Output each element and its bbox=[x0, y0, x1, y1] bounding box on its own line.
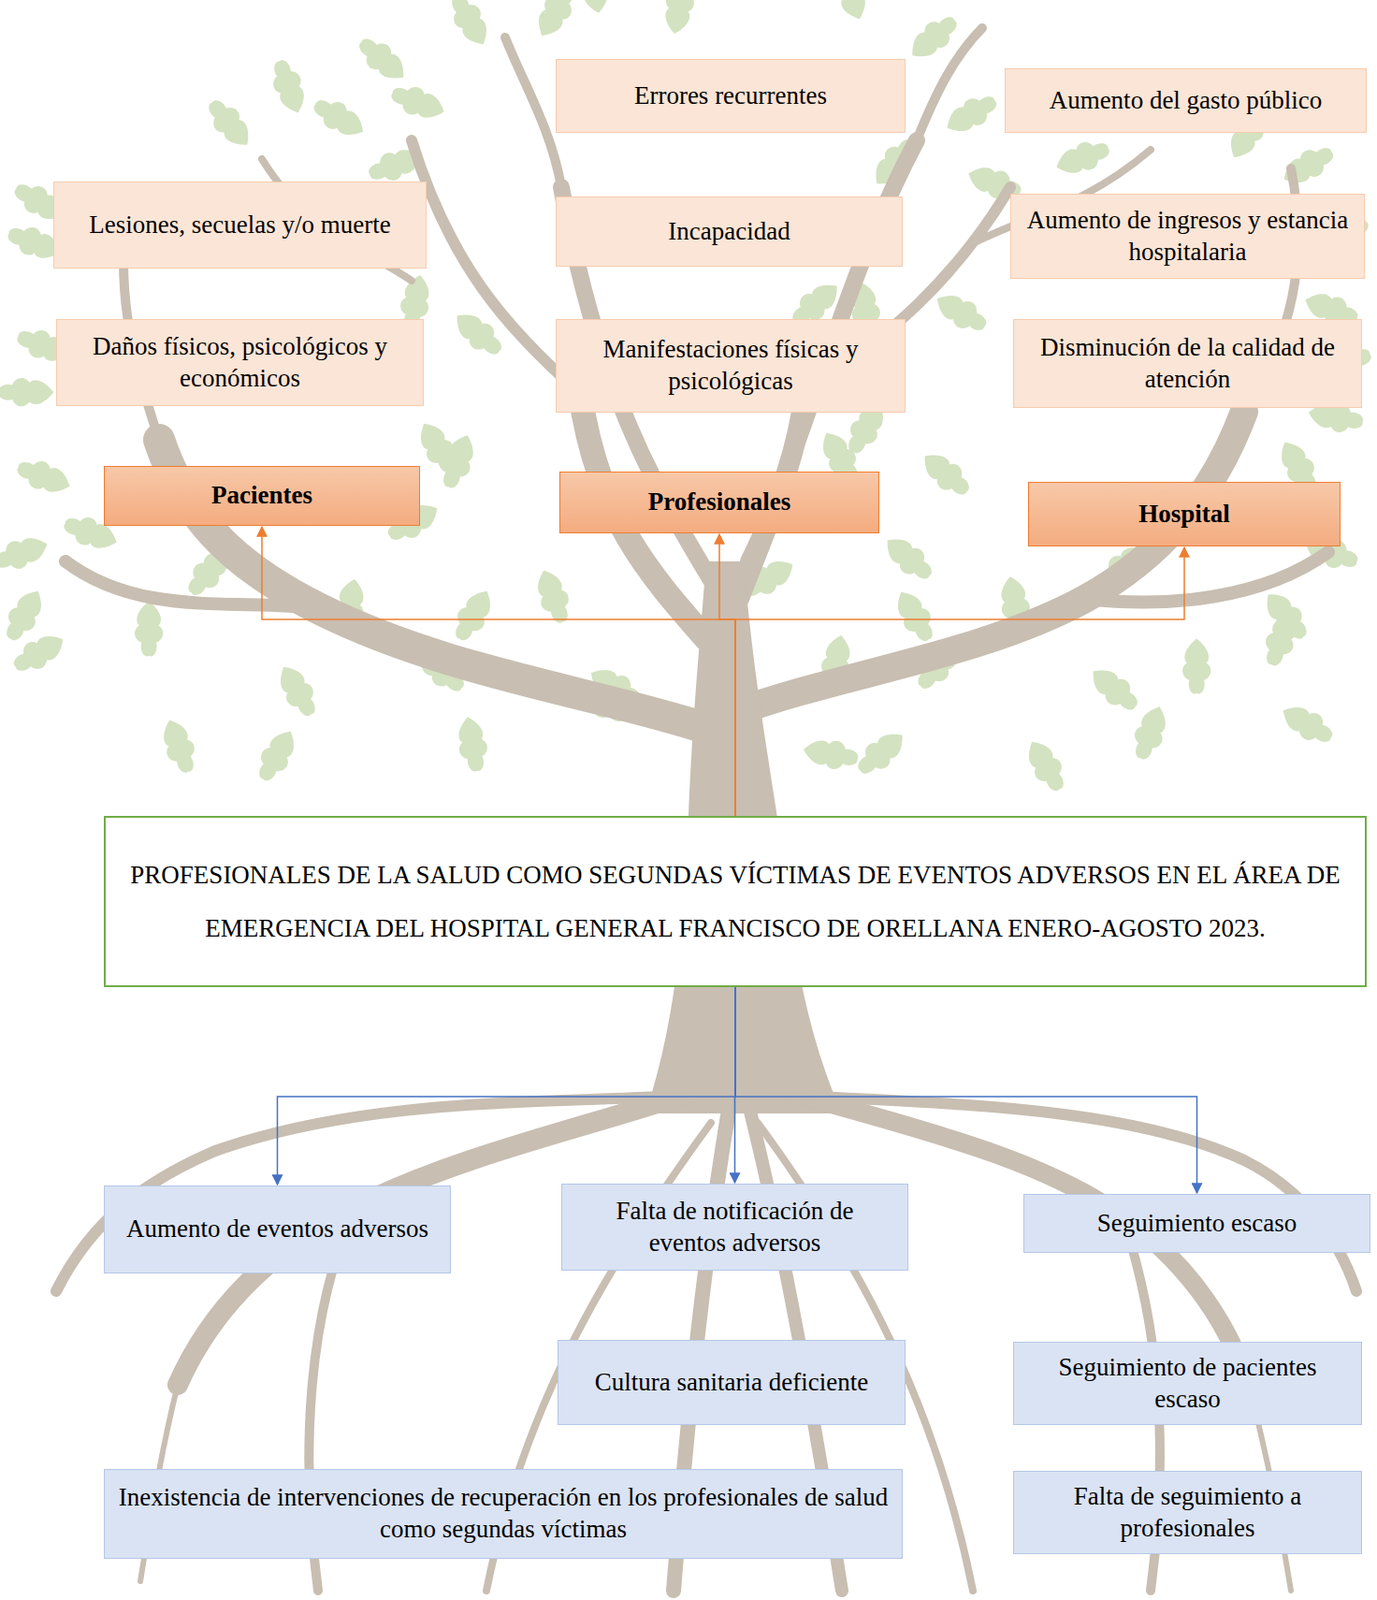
branch bbox=[65, 561, 319, 609]
box-text: Pacientes bbox=[211, 479, 313, 512]
branch bbox=[916, 28, 983, 141]
box-text: Errores recurrentes bbox=[634, 80, 827, 113]
leaf bbox=[826, 0, 873, 25]
leaf bbox=[156, 714, 203, 777]
leaf bbox=[0, 530, 53, 577]
effect-box: Incapacidad bbox=[555, 196, 903, 267]
cause-box: Aumento de eventos adversos bbox=[103, 1185, 451, 1274]
leaves bbox=[0, 0, 1376, 797]
connector-arrow bbox=[261, 526, 736, 816]
leaf bbox=[888, 584, 942, 647]
box-text: Aumento de ingresos y estancia hospitala… bbox=[1024, 204, 1351, 269]
leaf bbox=[929, 286, 992, 339]
category-box: Hospital bbox=[1028, 481, 1341, 547]
leaf bbox=[878, 529, 940, 587]
box-text: Aumento del gasto público bbox=[1049, 85, 1323, 117]
leaf bbox=[8, 626, 71, 680]
branch bbox=[505, 37, 562, 188]
leaf bbox=[940, 87, 1002, 141]
leaf bbox=[575, 0, 613, 15]
leaf bbox=[851, 724, 913, 782]
leaf bbox=[1051, 134, 1114, 181]
category-box: Profesionales bbox=[559, 471, 880, 534]
branch bbox=[739, 411, 1245, 711]
cause-box: Seguimiento de pacientes escaso bbox=[1013, 1341, 1363, 1425]
leaf bbox=[443, 0, 496, 52]
effect-box: Aumento del gasto público bbox=[1004, 68, 1367, 133]
box-text: Seguimiento escaso bbox=[1097, 1207, 1298, 1240]
leaf bbox=[1019, 734, 1073, 797]
leaf bbox=[447, 583, 500, 646]
leaf bbox=[453, 714, 492, 774]
leaf bbox=[1258, 608, 1305, 670]
leaf bbox=[250, 724, 304, 786]
box-text: Aumento de eventos adversos bbox=[126, 1213, 429, 1246]
leaf bbox=[134, 601, 163, 657]
leaf bbox=[201, 93, 259, 155]
leaf bbox=[0, 583, 51, 646]
leaf bbox=[800, 735, 860, 773]
box-text: Hospital bbox=[1138, 498, 1231, 531]
branch bbox=[1085, 551, 1329, 602]
effect-box: Errores recurrentes bbox=[555, 58, 906, 133]
cause-box: Falta de notificación de eventos adverso… bbox=[561, 1183, 909, 1271]
leaf bbox=[529, 0, 582, 44]
leaf bbox=[271, 659, 324, 722]
cause-box: Cultura sanitaria deficiente bbox=[557, 1339, 906, 1425]
connector-arrow bbox=[735, 547, 1185, 816]
box-text: Manifestaciones físicas y psicológicas bbox=[569, 333, 892, 398]
branch bbox=[411, 140, 580, 393]
leaf bbox=[1182, 638, 1211, 695]
leaf bbox=[1276, 139, 1339, 192]
problem-box: PROFESIONALES DE LA SALUD COMO SEGUNDAS … bbox=[103, 815, 1367, 987]
box-text: Seguimiento de pacientes escaso bbox=[1027, 1351, 1349, 1416]
leaf bbox=[660, 0, 698, 37]
box-text: Falta de notificación de eventos adverso… bbox=[575, 1195, 895, 1260]
cause-box: Seguimiento escaso bbox=[1023, 1193, 1371, 1253]
box-text: Cultura sanitaria deficiente bbox=[594, 1366, 869, 1399]
effect-box: Aumento de ingresos y estancia hospitala… bbox=[1010, 193, 1365, 279]
leaf bbox=[1127, 701, 1174, 764]
cause-box: Inexistencia de intervenciones de recupe… bbox=[103, 1468, 903, 1559]
effect-box: Manifestaciones físicas y psicológicas bbox=[555, 318, 906, 413]
box-text: Disminución de la calidad de atención bbox=[1027, 332, 1349, 396]
effect-box: Disminución de la calidad de atención bbox=[1013, 318, 1363, 408]
leaf bbox=[387, 79, 450, 126]
connector-arrow bbox=[735, 986, 1198, 1193]
connector-arrow bbox=[719, 534, 736, 816]
roots bbox=[56, 1085, 1357, 1591]
leaf bbox=[265, 56, 312, 118]
connector-arrow bbox=[277, 986, 737, 1185]
leaf bbox=[1275, 697, 1338, 751]
box-text: Inexistencia de intervenciones de recupe… bbox=[117, 1481, 889, 1546]
leaf bbox=[915, 445, 977, 503]
cause-box: Falta de seguimiento a profesionales bbox=[1013, 1470, 1363, 1554]
box-text: Incapacidad bbox=[667, 216, 790, 248]
leaf bbox=[1084, 660, 1146, 718]
leaf bbox=[0, 377, 54, 406]
box-text: Profesionales bbox=[648, 486, 791, 519]
leaf bbox=[530, 565, 577, 627]
leaf bbox=[352, 30, 414, 88]
leaf bbox=[13, 453, 75, 500]
box-text: Lesiones, secuelas y/o muerte bbox=[88, 209, 391, 242]
leaf bbox=[434, 430, 481, 493]
box-text: PROFESIONALES DE LA SALUD COMO SEGUNDAS … bbox=[124, 848, 1347, 955]
box-text: Daños físicos, psicológicos y económicos bbox=[70, 331, 410, 395]
leaf bbox=[308, 91, 371, 145]
category-box: Pacientes bbox=[103, 465, 421, 526]
effect-box: Daños físicos, psicológicos y económicos bbox=[56, 318, 424, 406]
box-text: Falta de seguimiento a profesionales bbox=[1027, 1480, 1349, 1545]
effect-box: Lesiones, secuelas y/o muerte bbox=[53, 181, 427, 269]
